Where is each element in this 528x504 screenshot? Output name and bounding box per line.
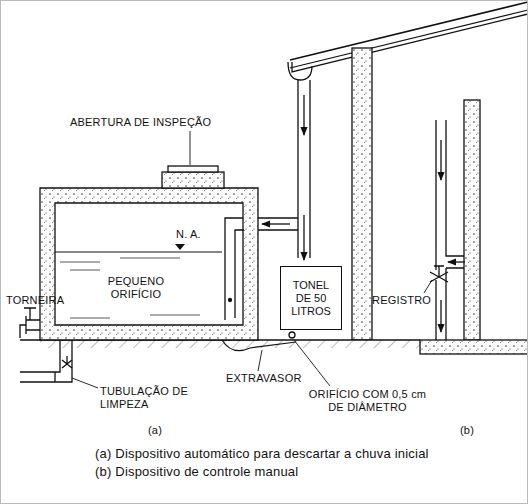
barrel-box: TONEL DE 50 LITROS — [280, 266, 342, 330]
part-label: REGISTRO — [372, 294, 431, 307]
caption-line: (a) Dispositivo automático para descarta… — [95, 446, 429, 462]
part-label: TUBULAÇÃO DE LIMPEZA — [100, 385, 192, 411]
figure-tag: (a) — [148, 424, 162, 437]
figure-tag: (b) — [460, 424, 474, 437]
part-label: ABERTURA DE INSPEÇÃO — [70, 116, 211, 129]
caption-line: (b) Dispositivo de controle manual — [95, 464, 298, 480]
part-label: ORIFÍCIO COM 0,5 cm DE DIÂMETRO — [300, 388, 435, 414]
part-label: PEQUENO ORIFÍCIO — [95, 275, 177, 301]
water-level-label: N. A. — [176, 228, 201, 241]
part-label: TORNEIRA — [6, 294, 64, 307]
part-label: EXTRAVASOR — [226, 372, 302, 385]
node-text: TONEL DE 50 LITROS — [285, 279, 337, 318]
